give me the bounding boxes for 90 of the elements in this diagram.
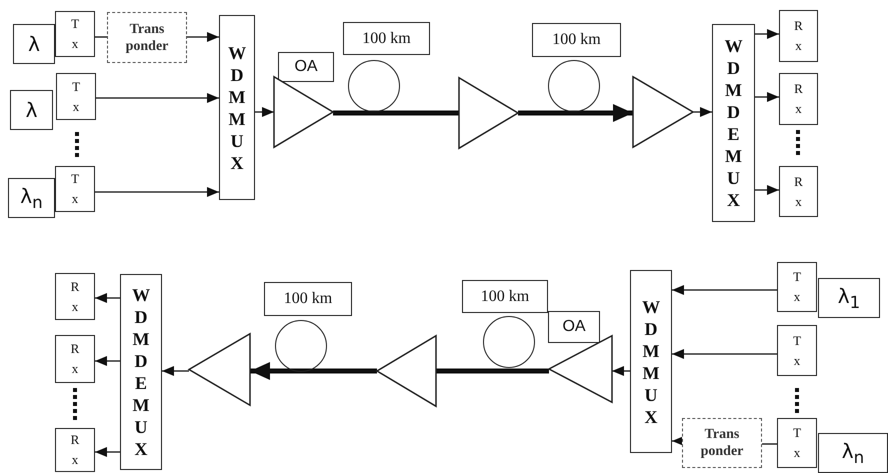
arrow (96, 93, 219, 103)
distance-label: 100 km (362, 30, 411, 48)
arrow (693, 107, 712, 117)
receiver-label: R x (794, 172, 803, 210)
amplifier-triangle (377, 335, 436, 407)
wavelength-label: λ (26, 98, 38, 122)
receiver-label: R x (794, 80, 803, 118)
receiver-box (779, 166, 818, 217)
wavelength-label: λ (28, 32, 40, 56)
transponder-box (682, 418, 762, 468)
receiver-label: R x (70, 340, 80, 378)
fiber-arrow (250, 362, 377, 380)
amplifier-tag (548, 311, 600, 343)
arrow (672, 436, 684, 446)
arrow (95, 187, 219, 197)
arrow (95, 356, 120, 366)
amplifier-tag (278, 52, 334, 82)
transponder-label: Trans ponder (700, 426, 744, 460)
distance-label: 100 km (284, 290, 332, 308)
fiber-line (333, 110, 459, 116)
transponder-box (107, 12, 187, 63)
distance-box (343, 22, 430, 55)
wavelength-label: λ$_{n}$ (20, 184, 43, 212)
transmitter-label: T x (71, 170, 79, 208)
transmitter-label: T x (72, 78, 80, 116)
wdm-box (712, 24, 755, 222)
arrow (755, 29, 779, 39)
distance-box (462, 280, 548, 313)
transponder-label: Trans ponder (126, 20, 168, 54)
wdm-label: W D M M U X (228, 42, 246, 174)
arrow (672, 285, 777, 295)
amplifier-triangle (633, 76, 693, 148)
wdm-label: W D M D E M U X (724, 35, 742, 211)
wdm-box (219, 15, 255, 200)
wdm-label: W D M D E M U X (132, 284, 150, 460)
transmitter-box (777, 262, 817, 312)
wavelength-box (818, 433, 888, 473)
receiver-label: R x (70, 278, 80, 316)
receiver-box (55, 335, 95, 383)
arrow (187, 32, 219, 42)
wavelength-label: λ$_{n}$ (842, 439, 864, 467)
arrow (95, 447, 120, 457)
amplifier-triangle (274, 76, 333, 148)
arrow (255, 107, 274, 117)
amplifier-triangle (189, 333, 250, 406)
wavelength-box (8, 178, 55, 218)
amplifier-triangle (549, 335, 612, 403)
distance-label: 100 km (552, 31, 601, 49)
arrow (162, 366, 189, 376)
wdm-label: W D M M U X (642, 296, 660, 428)
arrow (755, 92, 779, 102)
wdm-box (120, 274, 162, 470)
receiver-box (779, 10, 818, 62)
connector-line (762, 443, 777, 445)
transmitter-box (55, 11, 95, 57)
distance-box (264, 282, 352, 316)
fiber-coil (483, 316, 535, 368)
receiver-box (55, 428, 95, 472)
transmitter-box (777, 325, 817, 376)
transmitter-box (55, 166, 95, 212)
wavelength-box (818, 278, 880, 318)
receiver-box (779, 73, 818, 125)
transmitter-label: T x (793, 332, 801, 370)
receiver-box (55, 273, 95, 320)
distance-label: 100 km (480, 288, 530, 306)
transmitter-box (56, 73, 96, 120)
amplifier-triangle (459, 77, 518, 149)
transmitter-box (777, 418, 817, 468)
receiver-label: R x (70, 431, 80, 469)
arrow (612, 366, 630, 376)
connector-line (95, 36, 107, 38)
arrow (95, 293, 120, 303)
transmitter-label: T x (793, 424, 801, 462)
wavelength-label: λ$_{1}$ (838, 284, 860, 312)
fiber-line (436, 368, 549, 374)
wdm-box (630, 270, 672, 453)
distance-box (532, 23, 621, 57)
fiber-coil (275, 320, 327, 372)
receiver-label: R x (794, 17, 803, 55)
transmitter-label: T x (793, 268, 801, 306)
transmitter-label: T x (71, 15, 79, 53)
wavelength-box (10, 90, 53, 130)
wavelength-box (13, 24, 55, 64)
amplifier-label: OA (294, 58, 318, 76)
amplifier-label: OA (562, 318, 586, 336)
fiber-arrow (518, 104, 633, 122)
fiber-coil (348, 60, 400, 112)
arrow (755, 185, 779, 195)
fiber-coil (548, 60, 600, 112)
arrow (672, 349, 777, 359)
